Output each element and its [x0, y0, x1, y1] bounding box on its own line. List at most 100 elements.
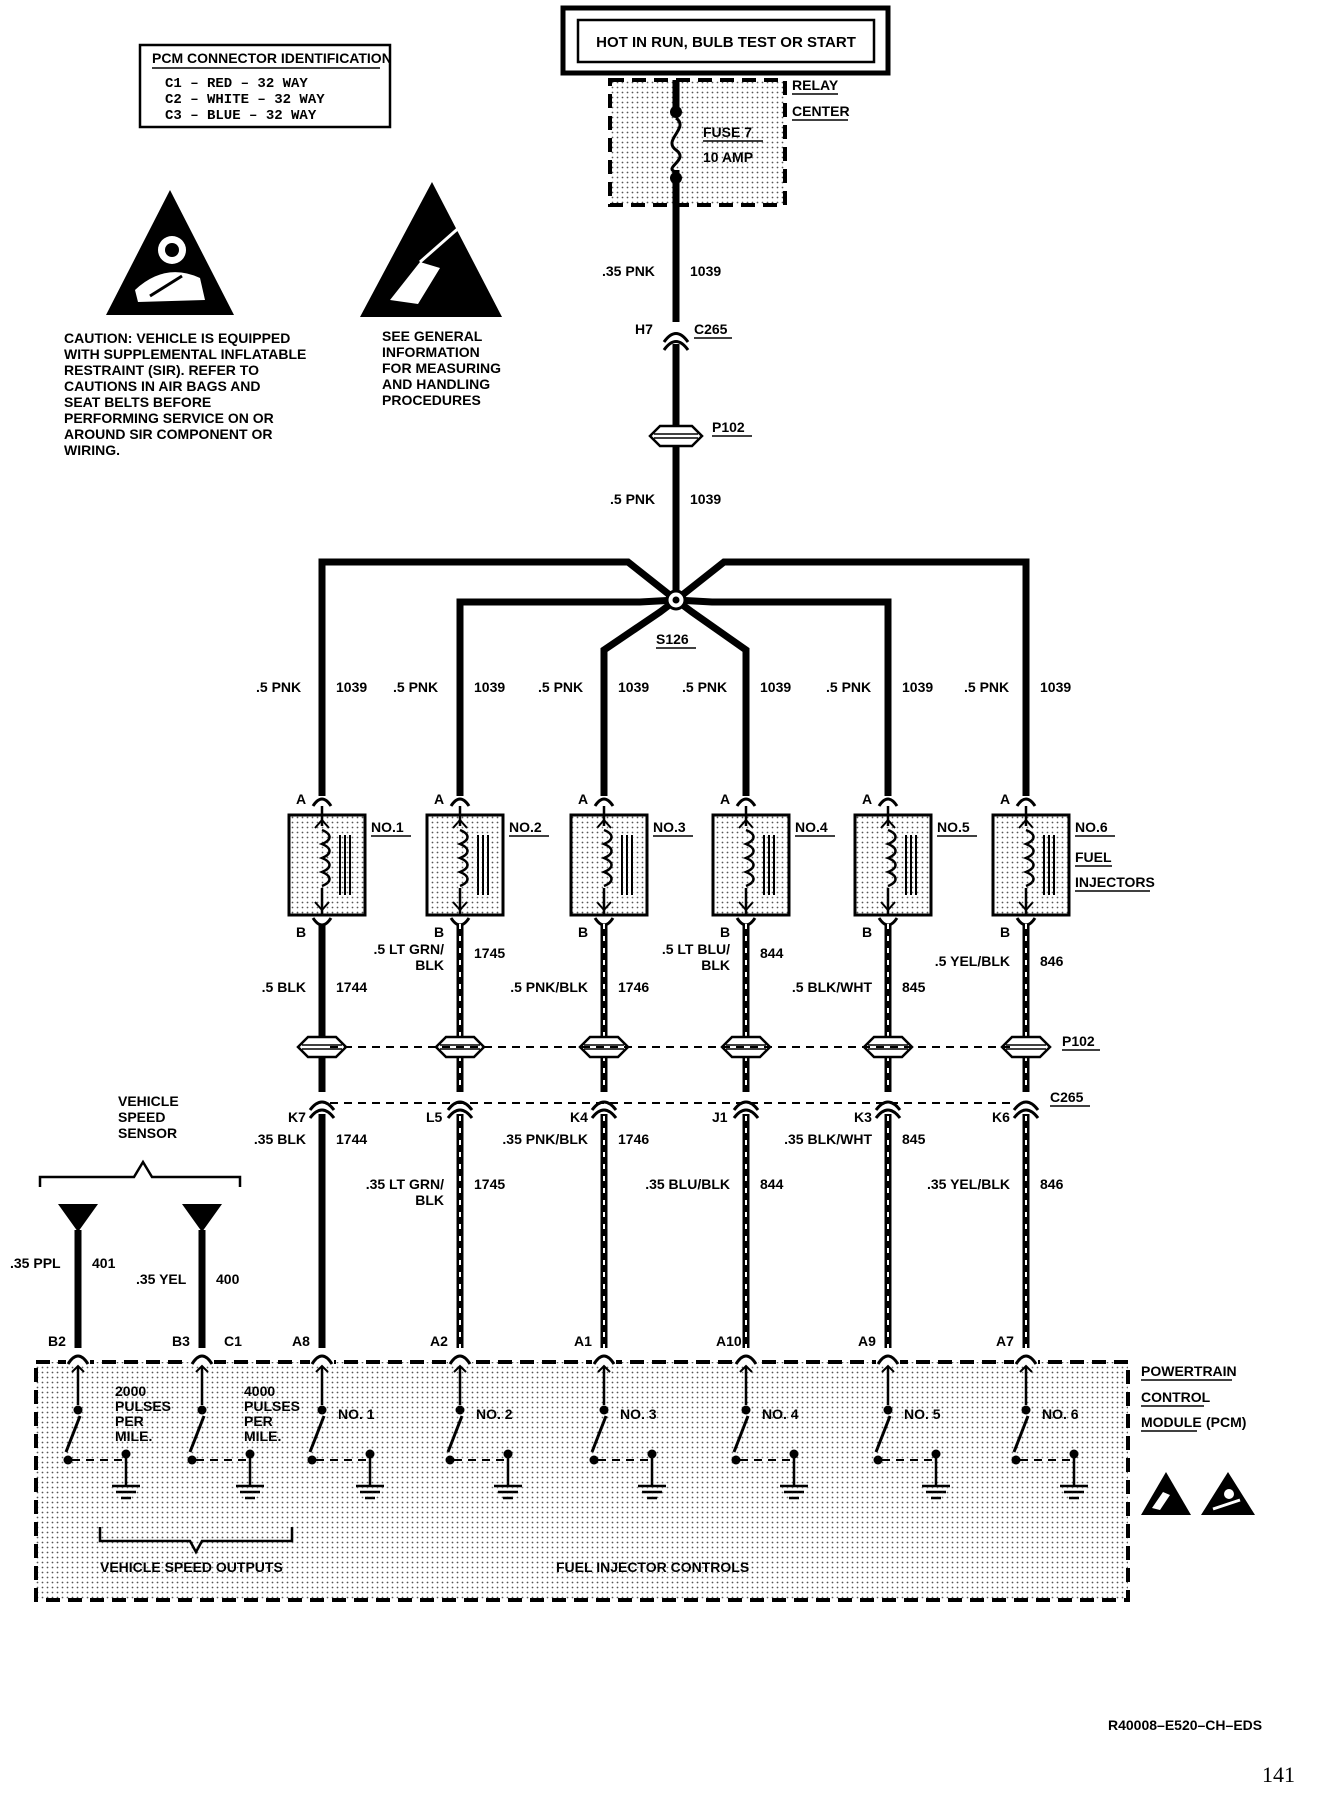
pcm-channel-label: NO. 4: [762, 1406, 799, 1422]
injector-name: NO.5: [937, 819, 970, 835]
wire-color-label: .35 BLU/BLK: [645, 1176, 730, 1192]
pcm-module: POWERTRAIN CONTROL MODULE (PCM) VEHICLE …: [34, 1360, 1246, 1602]
injector-name: NO.3: [653, 819, 686, 835]
circuit-number: 1745: [474, 1176, 505, 1192]
svg-text:FOR MEASURING: FOR MEASURING: [382, 360, 501, 376]
power-source-label: HOT IN RUN, BULB TEST OR START: [596, 34, 856, 51]
wire-color-label: .5 PNK: [256, 679, 301, 695]
connector-pin: H7: [635, 321, 653, 337]
circuit-number: 1039: [690, 263, 721, 279]
fuse-rating: 10 AMP: [703, 149, 753, 165]
splice-branches: S126: [318, 558, 1030, 796]
wire-color-label: .5 PNK/BLK: [510, 979, 588, 995]
svg-text:WITH SUPPLEMENTAL INFLATABLE: WITH SUPPLEMENTAL INFLATABLE: [64, 346, 306, 362]
injector-name: NO.2: [509, 819, 542, 835]
branch-labels: .5 PNK 1039 .5 PNK 1039 .5 PNK 1039 .5 P…: [256, 679, 1071, 695]
wire-color-label: .5 PNK: [610, 491, 655, 507]
wire-color-label: BLK: [415, 957, 444, 973]
svg-text:AND HANDLING: AND HANDLING: [382, 376, 490, 392]
svg-text:(PCM): (PCM): [1206, 1414, 1246, 1430]
connector-pin: K4: [570, 1109, 588, 1125]
wire-color-label: .35 PNK: [602, 263, 655, 279]
wire-color-label: .5 PNK: [964, 679, 1009, 695]
esd-warning-icon: [360, 182, 502, 317]
wire-color-label: .5 BLK: [262, 979, 306, 995]
svg-text:SEAT BELTS BEFORE: SEAT BELTS BEFORE: [64, 394, 211, 410]
circuit-number: 1746: [618, 1131, 649, 1147]
pcm-channel-label: NO. 5: [904, 1406, 941, 1422]
fuse-name: FUSE 7: [703, 124, 752, 140]
sir-warning-icon: [106, 190, 234, 315]
power-source-box: HOT IN RUN, BULB TEST OR START: [560, 5, 891, 76]
wire-color-label: .35 BLK/WHT: [784, 1131, 872, 1147]
svg-text:CONTROL: CONTROL: [1141, 1389, 1211, 1405]
circuit-number: 1039: [902, 679, 933, 695]
esd-note-text: SEE GENERAL INFORMATION FOR MEASURING AN…: [382, 328, 501, 408]
svg-text:FUEL: FUEL: [1075, 849, 1112, 865]
circuit-number: 1039: [760, 679, 791, 695]
sir-warning-icon: [1201, 1472, 1255, 1515]
injector-pin-a: A: [862, 791, 872, 807]
injector-name: NO.1: [371, 819, 404, 835]
circuit-number: 401: [92, 1255, 116, 1271]
injector-pin-a: A: [720, 791, 730, 807]
pcm-pin: A7: [996, 1333, 1014, 1349]
connector-pin: K3: [854, 1109, 872, 1125]
injector-pin-b: B: [578, 924, 588, 940]
connector-pin: L5: [426, 1109, 443, 1125]
svg-text:INFORMATION: INFORMATION: [382, 344, 480, 360]
circuit-number: 844: [760, 1176, 784, 1192]
injector-pin-b: B: [720, 924, 730, 940]
circuit-number: 1746: [618, 979, 649, 995]
svg-text:SEE GENERAL: SEE GENERAL: [382, 328, 483, 344]
wire-color-label: .5 PNK: [538, 679, 583, 695]
vss-output-label: 2000: [115, 1383, 146, 1399]
connector-row: C3 – BLUE – 32 WAY: [165, 108, 317, 124]
pcm-channel-label: NO. 6: [1042, 1406, 1079, 1422]
connector-table-title: PCM CONNECTOR IDENTIFICATION: [152, 50, 392, 66]
wire-color-label: .5 LT BLU/: [662, 941, 730, 957]
wire-color-label: BLK: [701, 957, 730, 973]
svg-text:PROCEDURES: PROCEDURES: [382, 392, 481, 408]
svg-text:VEHICLE: VEHICLE: [118, 1093, 179, 1109]
relay-center-label: RELAY: [792, 77, 839, 93]
pcm-pin: B2: [48, 1333, 66, 1349]
pcm-channel-label: NO. 3: [620, 1406, 657, 1422]
drawing-id: R40008–E520–CH–EDS: [1108, 1717, 1263, 1733]
vss-output-label: PER: [244, 1413, 273, 1429]
vss-output-label: PULSES: [244, 1398, 300, 1414]
p102-connector: [648, 424, 704, 448]
svg-text:SPEED: SPEED: [118, 1109, 165, 1125]
injector-pin-a: A: [578, 791, 588, 807]
injector-pin-b: B: [1000, 924, 1010, 940]
circuit-number: 845: [902, 979, 926, 995]
connector-row: C2 – WHITE – 32 WAY: [165, 92, 325, 108]
svg-text:AROUND SIR COMPONENT OR: AROUND SIR COMPONENT OR: [64, 426, 272, 442]
wire-color-label: .5 BLK/WHT: [792, 979, 873, 995]
relay-center-label: CENTER: [792, 103, 850, 119]
connector-id: C265: [694, 321, 728, 337]
pcm-pin: A10: [716, 1333, 742, 1349]
circuit-number: 1744: [336, 979, 367, 995]
circuit-number: 1039: [474, 679, 505, 695]
pcm-pin: A9: [858, 1333, 876, 1349]
svg-text:RESTRAINT (SIR). REFER TO: RESTRAINT (SIR). REFER TO: [64, 362, 259, 378]
wire-color-label: .35 YEL/BLK: [927, 1176, 1010, 1192]
wire-color-label: .35 PPL: [10, 1255, 61, 1271]
injector-pin-a: A: [434, 791, 444, 807]
vss-output-label: PER: [115, 1413, 144, 1429]
pcm-pin: B3: [172, 1333, 190, 1349]
wire-color-label: .5 LT GRN/: [373, 941, 444, 957]
wire-color-label: .35 PNK/BLK: [502, 1131, 588, 1147]
vss-output-label: MILE.: [244, 1428, 281, 1444]
